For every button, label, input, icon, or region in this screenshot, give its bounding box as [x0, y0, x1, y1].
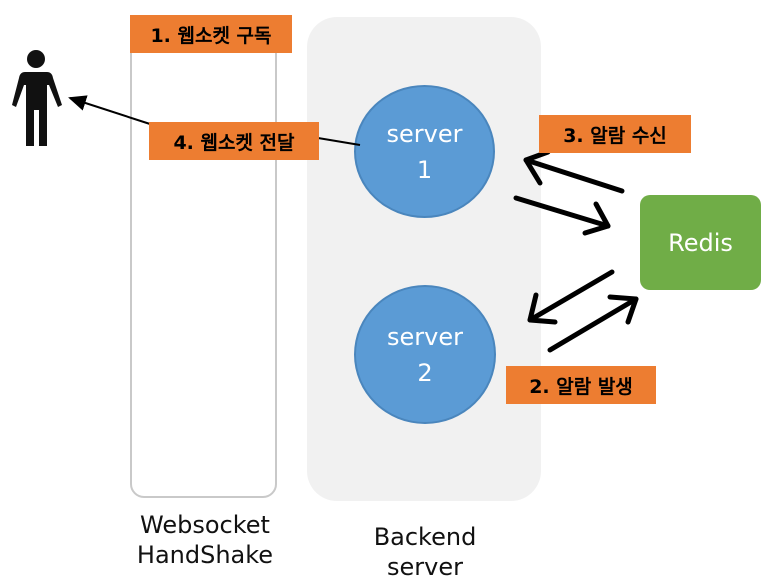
caption-line: server [387, 553, 463, 581]
step-3-receive-label: 3. 알람 수신 [539, 115, 691, 153]
websocket-handshake-lane [130, 18, 277, 498]
redis-to-server1-arrow [523, 149, 625, 194]
redis-label: Redis [668, 228, 733, 257]
server1-to-redis-arrow [513, 195, 611, 236]
redis-to-server2-arrow [527, 269, 615, 325]
deliver-connector [317, 137, 361, 146]
server-1-node: server 1 [354, 85, 495, 218]
websocket-handshake-caption: Websocket HandShake [120, 510, 290, 570]
step-1-subscribe-label: 1. 웹소켓 구독 [130, 15, 292, 53]
person-icon [12, 50, 62, 146]
caption-line: Backend [373, 523, 477, 551]
caption-line: Websocket [140, 511, 270, 539]
step-4-deliver-label: 4. 웹소켓 전달 [149, 122, 319, 160]
redis-node: Redis [640, 195, 761, 290]
server2-to-redis-arrow [547, 294, 639, 353]
server-2-number: 2 [417, 358, 433, 387]
server-1-label: server [386, 119, 463, 148]
server-2-node: server 2 [354, 285, 496, 424]
server-1-number: 1 [416, 155, 433, 184]
caption-line: HandShake [136, 541, 274, 569]
backend-server-caption: Backend server [340, 522, 510, 582]
deliver-arrow [68, 95, 151, 125]
step-2-publish-label: 2. 알람 발생 [506, 366, 656, 404]
server-2-label: server [387, 322, 463, 351]
